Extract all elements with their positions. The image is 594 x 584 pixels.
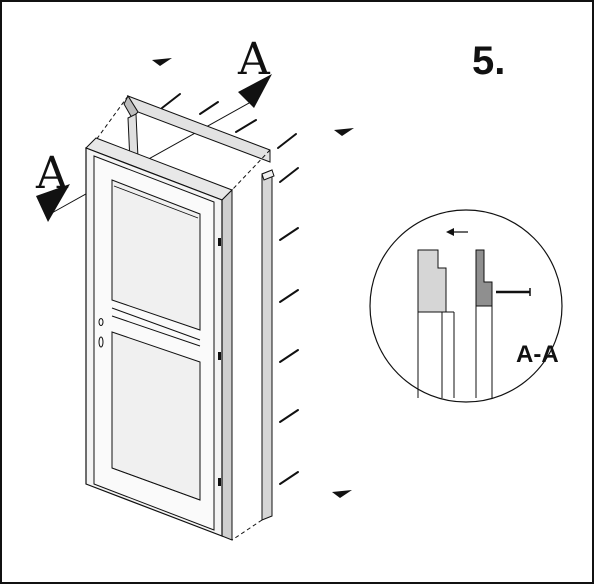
side-nails xyxy=(279,167,299,485)
door-handle xyxy=(98,318,104,326)
door-lock xyxy=(98,336,104,348)
door-leaf xyxy=(93,155,221,531)
direction-arrow-bottom xyxy=(332,490,352,498)
section-detail xyxy=(369,209,563,403)
direction-arrow-top xyxy=(152,58,172,66)
head-trim xyxy=(123,94,271,163)
step-number: 5. xyxy=(472,39,505,83)
direction-arrow-right xyxy=(334,128,354,136)
door-upper-panel xyxy=(111,179,201,331)
section-cut-line xyxy=(49,97,259,215)
section-label: A-A xyxy=(516,341,559,368)
top-nails xyxy=(161,93,297,149)
section-arrow-top xyxy=(238,74,272,108)
section-arrow-left xyxy=(36,184,70,222)
section-letter-top: A xyxy=(237,34,271,85)
detail-circle xyxy=(369,209,563,403)
side-trim xyxy=(261,169,275,521)
hinge-top xyxy=(218,238,221,246)
hinge-middle xyxy=(218,352,221,360)
hinge-bottom xyxy=(218,478,221,486)
